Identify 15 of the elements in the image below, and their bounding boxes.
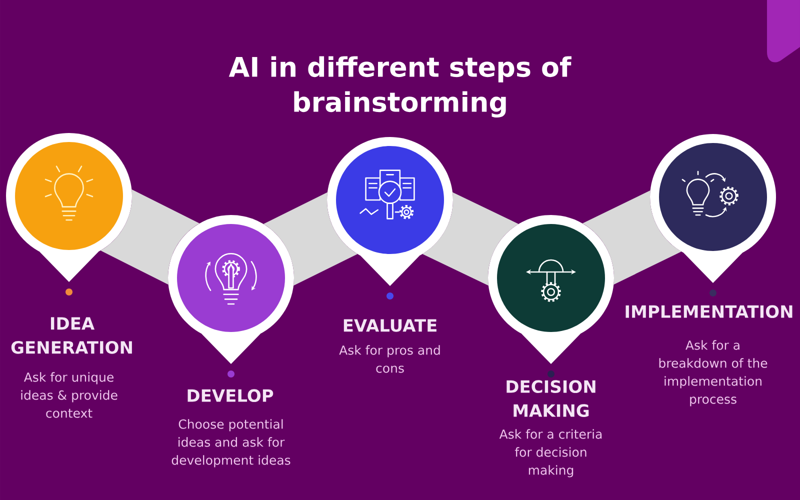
step-heading: DECISION MAKING [506, 380, 596, 418]
ribbon-connector [100, 189, 200, 285]
step-heading: IDEA GENERATION [11, 317, 132, 354]
step-description: Ask for a criteria for decision making [499, 429, 602, 478]
step-description: Choose potential ideas and ask for development ideas [172, 419, 290, 468]
step-description: Ask for unique ideas & provide context [21, 372, 118, 418]
step-heading: DEVELOP [188, 389, 274, 402]
ribbon-connector [422, 192, 519, 286]
step-heading: EVALUATE [344, 319, 436, 332]
step-heading: IMPLEMENTATION [626, 305, 792, 318]
step-description: Ask for pros and cons [339, 345, 440, 373]
title: AI in different steps of brainstorming [228, 56, 572, 118]
ribbon-connector [582, 190, 682, 285]
ribbon-connector [263, 192, 358, 286]
step-description: Ask for a breakdown of the implementation process [659, 340, 768, 406]
